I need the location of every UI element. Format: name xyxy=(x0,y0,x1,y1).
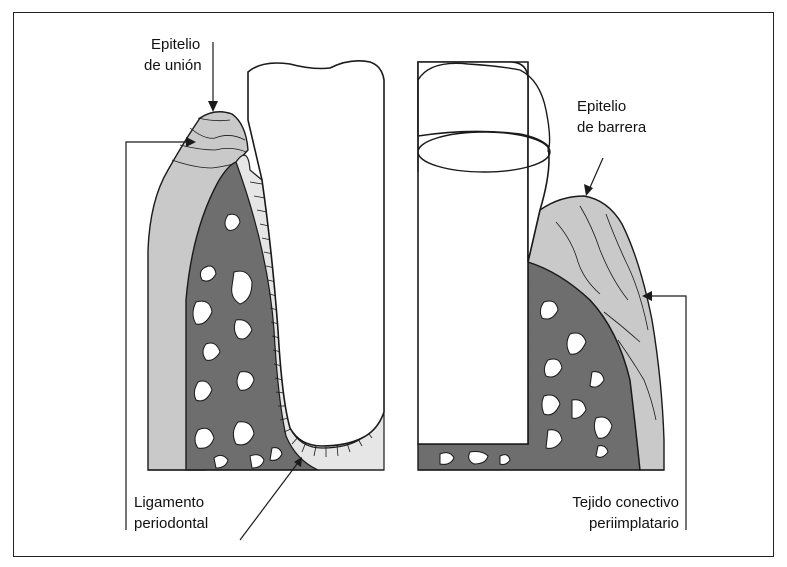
label-periimplant-line1: Tejido conectivo xyxy=(545,492,679,513)
label-junctional-line1: Epitelio xyxy=(144,34,202,55)
label-barrier-line1: Epitelio xyxy=(577,96,646,117)
label-junctional-line2: de unión xyxy=(144,55,202,76)
label-periimplant-tissue: Tejido conectivo periimplatario xyxy=(545,492,679,534)
label-ligament-line2: periodontal xyxy=(134,513,208,534)
label-junctional-epithelium: Epitelio de unión xyxy=(144,34,202,76)
pointer-ligament xyxy=(240,460,300,540)
label-periimplant-line2: periimplatario xyxy=(545,513,679,534)
natural-tooth-group xyxy=(148,61,384,470)
label-barrier-line2: de barrera xyxy=(577,117,646,138)
label-ligament-line1: Ligamento xyxy=(134,492,208,513)
label-barrier-epithelium: Epitelio de barrera xyxy=(577,96,646,138)
label-periodontal-ligament: Ligamento periodontal xyxy=(134,492,208,534)
arrowhead-junctional xyxy=(208,101,218,112)
arrowhead-barrier xyxy=(584,184,593,196)
